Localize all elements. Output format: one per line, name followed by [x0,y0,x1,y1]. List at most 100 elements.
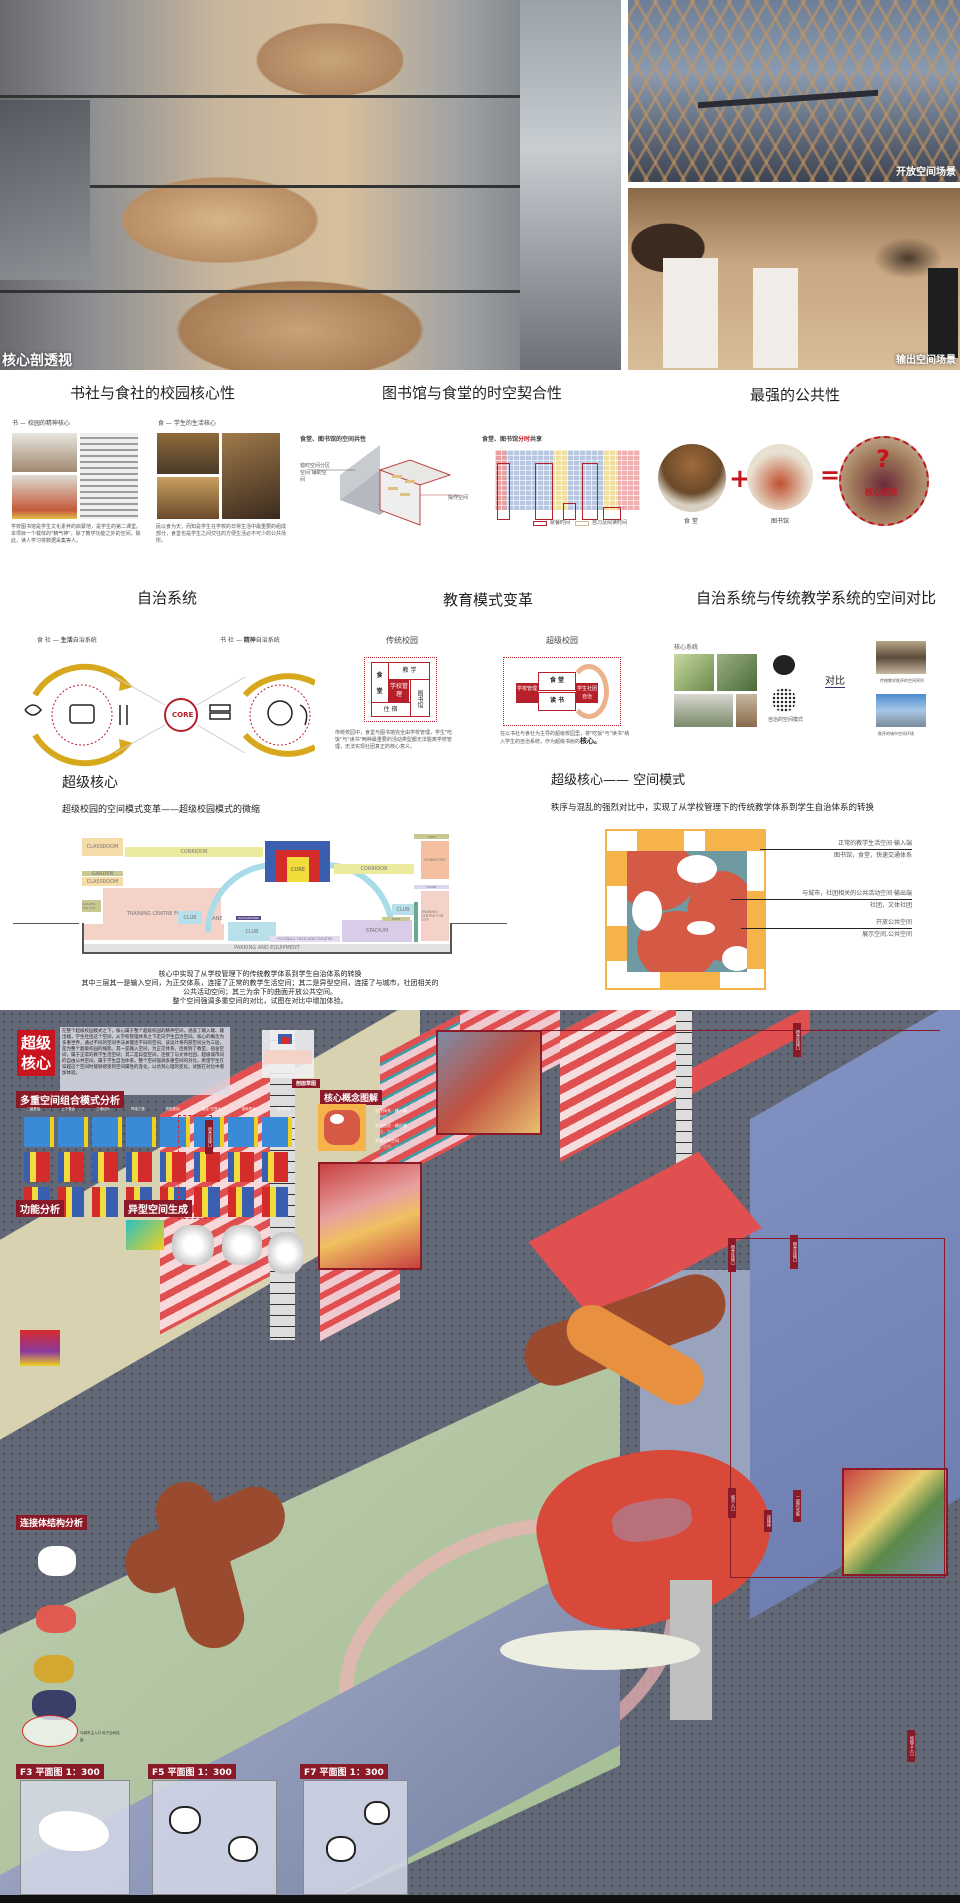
highlighted-column [178,1115,212,1219]
super-campus-label: 超级校园 [546,636,578,645]
cell-school-management: 学校管理 [389,680,409,702]
meal-time-frame [535,463,553,520]
core-section-perspective-image: 核心剖透视 [0,0,621,370]
mini-section-diagram [262,1030,314,1078]
common-left-note: 错时空间分区空间 辅助空间 [300,463,331,483]
floor-slab [0,185,621,188]
legend-output-title: 与城市，社团相关的公共活动空间·输出端 [802,890,912,897]
club-block: CLUB [178,911,202,924]
cell-teaching: 教 学 [389,662,430,680]
section-title: 图书馆与食堂的时空契合性 [382,384,563,402]
space-pattern-diagram [605,829,766,990]
pin-dorm-link: 宿舍连接口 [728,1238,736,1272]
core-system-photo [735,693,758,728]
cycle-arrow [569,664,609,719]
cell-canteen: 食堂 [371,662,389,702]
legend-swatch-study [575,521,589,526]
multi-space-grid: 二维叠加上下叠合三维切片异域之旅终极叠加"套娃"式叠合旋转叠合混合叠合 [16,1107,301,1227]
connector-note: 与城市主入口 地下空间连接 [80,1731,120,1742]
connector-analysis-title: 连接体结构分析 [16,1515,88,1530]
library-photo [11,474,78,520]
core-badge: CORE [172,711,194,719]
cell-dorm: 住 宿 [371,702,410,717]
stadium-block: STADIUM [342,920,412,942]
pin-main-entrance: 校园主入口 [907,1730,915,1762]
legend-output-desc: 社团，文体社团 [869,902,912,909]
legend-study: 自习及阅读时间 [592,520,628,526]
ground-plan-row [24,1152,294,1182]
farm-block: FARM [382,917,410,921]
ground-line [452,923,507,924]
meal-time-frame [497,463,510,520]
farm-block-2: FARM [414,834,449,839]
ground-line [13,923,79,924]
function-zone-icon [20,1330,60,1366]
inset-interior-view [842,1468,948,1576]
floor-slab [0,290,621,293]
inset-dorm-view [436,1030,542,1135]
food-core-label: 食 — 学生的生活核心 [158,420,216,427]
stair-block [0,100,90,280]
food-core-note: 民以食为天，而知是学生在学校的日常生活中最重要的组成部分，食堂也是学生之间交往的… [156,524,287,544]
common-right-note: 操作空间 [448,495,469,501]
surface-opt-icon [222,1225,262,1265]
section-title: 最强的公共性 [750,386,841,404]
library-label: 图书馆 [771,518,790,525]
book-core-label: 书 — 校园的精神核心 [12,420,70,427]
bottom-border [0,1895,960,1903]
training-centre-block-2: TRAINING CENTRE FOR CITY [421,891,449,941]
multi-space-headers: 二维叠加上下叠合三维切片异域之旅终极叠加"套娃"式叠合旋转叠合混合叠合 [26,1107,291,1111]
stair-tower [270,1030,295,1340]
section-title: 自治系统 [137,589,198,607]
equals-sign: = [820,461,841,489]
hero-main-caption: 核心剖透视 [2,353,72,369]
super-core-title: 超级核心 [62,775,118,791]
traditional-campus-label: 传统校园 [386,636,418,645]
section-sketch-caption: 剖面草图 [292,1079,321,1088]
multi-space-title: 多重空间组合模式分析 [16,1091,124,1108]
dot-pattern-icon [772,688,796,712]
white-court [500,1630,700,1670]
core-system-photo [716,653,758,692]
module-block-icon [126,1220,164,1250]
autonomy-system-diagram [24,663,315,767]
training-centre-base [84,924,224,940]
legend-input-title: 正常的教学生活空间·输入端 [838,840,912,847]
canteen-photo [221,432,281,520]
cell-school-management: 学校管理 [516,683,538,703]
connector-layer-icon [38,1546,76,1576]
f7-plan-title: F7 平面图 1：300 [300,1764,388,1779]
city-space-photo [875,693,927,728]
connector-layer-icon [22,1715,78,1747]
core-system-label: 核心系统 [674,644,699,651]
f3-plan-title: F3 平面图 1：300 [16,1764,104,1779]
classroom-block: CLASSROOM [82,838,123,856]
canteen-label: 食 堂 [684,518,698,525]
poster-intro: 在整个超级校园模式之下，核心属于整个超级校园的精神空间，涵盖了输入端、输出端，学… [60,1027,230,1095]
exhibit-wall [663,258,718,368]
space-pattern-subtitle: 秩序与混乱的强烈对比中，实现了从学校管理下的传统教学体系到学生自治体系的转换 [551,803,875,813]
surface-gen-icon [172,1225,214,1265]
meal-time-frame [603,507,621,520]
red-bridge [680,1010,810,1101]
f5-plan-title: F5 平面图 1：300 [148,1764,236,1779]
self-pattern-label: 自治的空间模式 [768,717,804,723]
traditional-campus-diagram: 食堂 教 学 学校管理 图书馆 住 宿 [364,657,437,722]
traditional-space-label: 传统教学秩序的空间序列 [880,678,924,683]
f5-plan [152,1780,277,1895]
traditional-space-photo [875,640,927,675]
legend-open-title: 开放公共空间 [875,919,912,926]
dormitory-block: DORMITORY [421,841,449,879]
legend-open-desc: 展示空间,公共空间 [862,931,912,938]
question-mark: ? [876,445,890,473]
hero-br-caption: 输出空间场景 [896,355,956,366]
pin-dorm-link: 宿舍连接口 [793,1023,801,1057]
irregular-space-title: 异型空间生成 [124,1200,192,1217]
pin-city-entrance: 城市入口 [728,1488,736,1518]
plus-sign: + [729,464,751,494]
section-title: 教育模式变革 [443,591,534,609]
time-share-chart [495,450,640,510]
core-space-label: 核心空间 [865,488,897,497]
core-concept-diagram [318,1104,366,1151]
library-photo [79,432,139,520]
